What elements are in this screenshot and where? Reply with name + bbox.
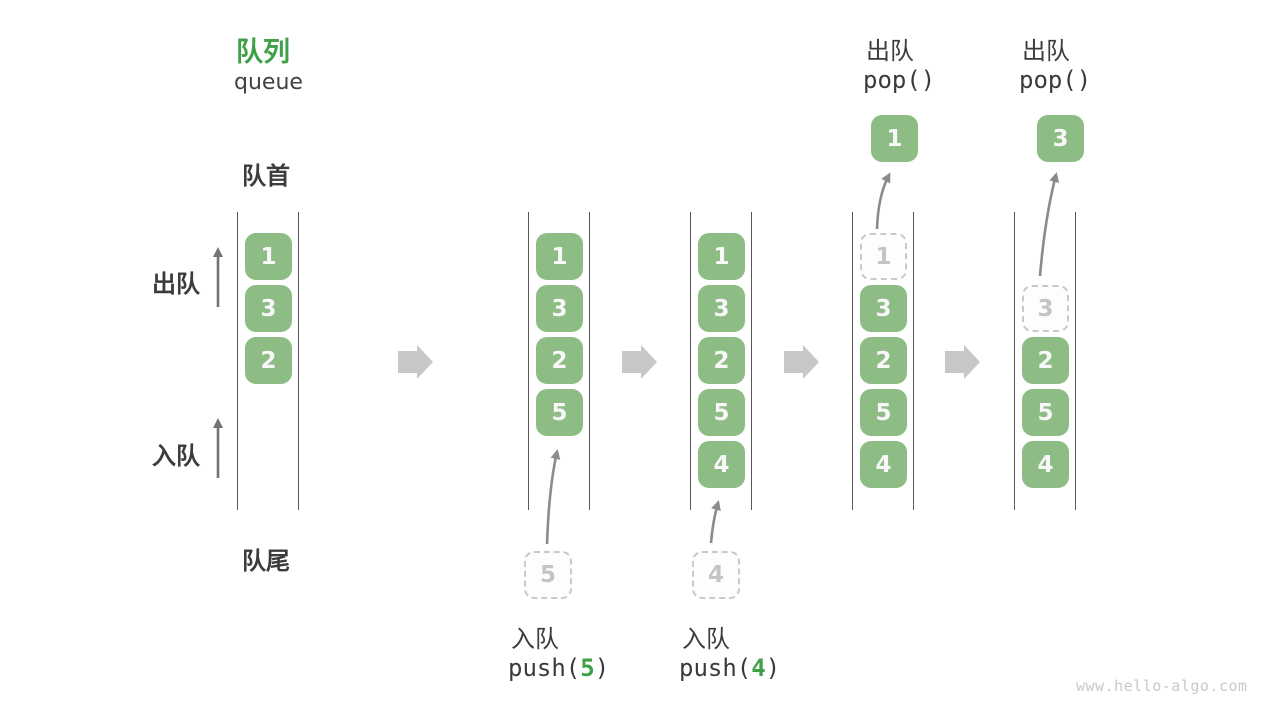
block-arrow-icon [945,345,980,379]
queue-cell: 4 [860,441,907,488]
push-5-code-prefix: push( [508,654,581,682]
push-4-code-suffix: ) [765,654,781,682]
diagram-title-en: queue [234,70,303,95]
queue-channel [852,212,914,510]
queue-cell: 1 [536,233,583,280]
queue-cell: 3 [860,285,907,332]
push-4-label: 入队 [682,625,730,653]
queue-cell: 4 [698,441,745,488]
block-arrow-icon [622,345,657,379]
push-5-code: push(5) [508,654,609,682]
queue-cell: 2 [860,337,907,384]
pop-3-code: pop() [1019,66,1092,94]
push-4-code-prefix: push( [679,654,752,682]
queue-cell: 4 [1022,441,1069,488]
queue-channel [528,212,590,510]
queue-cell: 1 [698,233,745,280]
block-arrow-icon [398,345,433,379]
queue-cell: 2 [698,337,745,384]
pop-1-code: pop() [863,66,936,94]
label-enqueue-side: 入队 [152,442,200,470]
queue-cell: 2 [1022,337,1069,384]
queue-cell: 5 [536,389,583,436]
pop-1-label: 出队 [866,37,914,65]
queue-cell: 5 [698,389,745,436]
queue-channel [1014,212,1076,510]
push-5-code-arg: 5 [580,654,595,682]
removed-cell-ghost: 3 [1022,285,1069,332]
label-queue-rear: 队尾 [242,547,290,575]
queue-cell: 2 [245,337,292,384]
label-dequeue-side: 出队 [152,270,200,298]
queue-cell: 3 [536,285,583,332]
queue-cell: 5 [860,389,907,436]
push-4-code-arg: 4 [751,654,766,682]
watermark: www.hello-algo.com [1076,677,1248,695]
push-4-code: push(4) [679,654,780,682]
queue-channel [690,212,752,510]
staged-cell: 4 [692,551,740,599]
staged-cell: 5 [524,551,572,599]
queue-cell: 5 [1022,389,1069,436]
queue-cell: 1 [245,233,292,280]
block-arrow-icon [784,345,819,379]
popped-cell: 1 [871,115,918,162]
pop-3-label: 出队 [1022,37,1070,65]
removed-cell-ghost: 1 [860,233,907,280]
popped-cell: 3 [1037,115,1084,162]
push-5-label: 入队 [511,625,559,653]
queue-cell: 2 [536,337,583,384]
diagram-title-zh: 队列 [236,37,290,68]
queue-channel [237,212,299,510]
queue-cell: 3 [698,285,745,332]
label-queue-front: 队首 [242,162,290,190]
push-5-code-suffix: ) [594,654,610,682]
queue-cell: 3 [245,285,292,332]
